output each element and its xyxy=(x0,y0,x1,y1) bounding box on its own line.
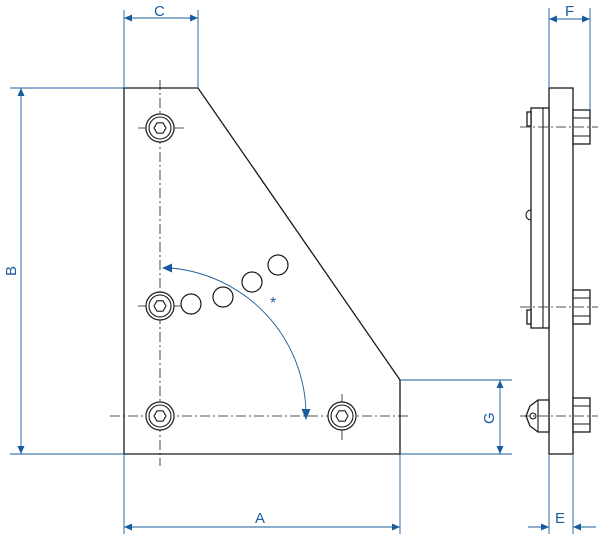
dimension-e-label: E xyxy=(555,510,565,527)
side-view xyxy=(520,87,598,455)
front-view: * xyxy=(110,80,410,466)
angle-marker: * xyxy=(270,295,276,312)
side-plate xyxy=(548,87,574,455)
bolt-bottom-left xyxy=(145,401,175,431)
angle-arc-arrow-start xyxy=(162,263,172,273)
dimension-b-label: B xyxy=(3,266,20,276)
side-bolt-bottom xyxy=(572,397,591,433)
bolt-mid-left xyxy=(145,291,175,321)
side-profile-lip-bottom xyxy=(526,309,532,325)
adjust-hole-4 xyxy=(267,254,289,276)
bolt-bottom-right xyxy=(327,401,357,431)
side-view-dimensions: F E xyxy=(528,3,596,534)
adjust-hole-2 xyxy=(212,286,234,308)
dimension-f-label: F xyxy=(565,3,574,20)
front-view-dimensions: C B A G xyxy=(3,3,512,534)
side-profile xyxy=(530,107,550,329)
side-profile-bump xyxy=(525,209,532,221)
angle-arc xyxy=(169,267,307,413)
side-profile-lip-top xyxy=(526,111,532,127)
bolt-top-left xyxy=(145,113,175,143)
dimension-c-label: C xyxy=(154,3,165,20)
adjust-hole-3 xyxy=(241,271,263,293)
dimension-g-label: G xyxy=(481,412,498,424)
plate-outline xyxy=(123,87,401,455)
adjust-hole-1 xyxy=(180,293,202,315)
angle-arc-arrow-end xyxy=(301,409,311,420)
dimension-a-label: A xyxy=(255,510,265,527)
